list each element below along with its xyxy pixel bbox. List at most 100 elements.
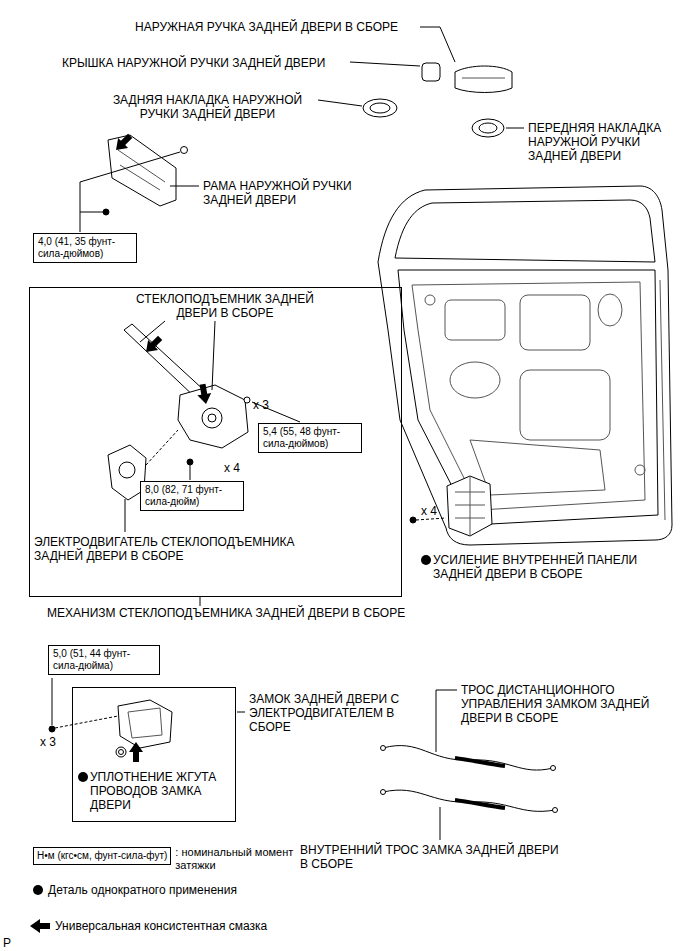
lock-cable-part [455,758,505,766]
part-label: СТЕКЛОПОДЪЕМНИК ЗАДНЕЙ ДВЕРИ В СБОРЕ [120,292,330,320]
outside-handle-parts [318,100,362,106]
legend-text: Универсальная консистентная смазка [55,919,267,933]
door-illustration [450,362,500,398]
lock-cable-part [436,690,457,752]
grease-arrow [111,131,135,155]
outside-handle-parts [479,123,497,133]
window-regulator-part [212,321,215,390]
part-label: НАРУЖНАЯ РУЧКА ЗАДНЕЙ ДВЕРИ В СБОРЕ [135,20,435,34]
window-regulator-part [187,459,193,465]
reinforcement-part [447,476,492,536]
handle-frame-part [170,186,199,187]
part-label: УПЛОТНЕНИЕ ЖГУТА ПРОВОДОВ ЗАМКА ДВЕРИ [90,770,233,812]
part-label: ПЕРЕДНЯЯ НАКЛАДКА НАРУЖНОЙ РУЧКИ ЗАДНЕЙ … [528,121,683,163]
lock-cable-part [381,746,386,751]
reinforcement-part [410,517,416,523]
lock-cable-part [383,746,553,771]
outside-handle-parts [462,78,505,79]
window-regulator-part [146,430,178,465]
part-label: ЭЛЕКТРОДВИГАТЕЛЬ СТЕКЛОПОДЪЕМНИКА ЗАДНЕЙ… [34,535,339,563]
window-regulator-part [244,397,250,403]
torque-spec-box: 8,0 (82, 71 фунт-сила-дюйм) [140,481,244,511]
part-label: РАМА НАРУЖНОЙ РУЧКИ ЗАДНЕЙ ДВЕРИ [203,179,378,207]
part-label: ВНУТРЕННИЙ ТРОС ЗАМКА ЗАДНЕЙ ДВЕРИ В СБО… [300,843,560,871]
door-illustration [412,282,645,510]
one-time-use-dot [421,555,431,565]
legend-text: Деталь однократного применения [48,883,237,897]
door-illustration [425,295,435,305]
legend-symbol [33,885,43,895]
reinforcement-part [410,476,492,536]
reinforcement-part [416,518,446,520]
part-label: КРЫШКА НАРУЖНОЙ РУЧКИ ЗАДНЕЙ ДВЕРИ [62,56,362,70]
window-regulator-part [190,465,191,480]
outside-handle-parts [420,27,455,62]
door-illustration [445,300,505,340]
part-label: УСИЛЕНИЕ ВНУТРЕННЕЙ ПАНЕЛИ ЗАДНЕЙ ДВЕРИ … [433,553,673,581]
legend-symbol [30,885,50,933]
torque-legend-box: Н•м (кгс•см, фунт-сила-фут): номинальный… [33,847,171,865]
torque-value: 4,0 (41, 35 фунт-сила-дюймов) [38,236,132,260]
grease-arrow [141,333,165,357]
door-illustration [598,294,622,326]
lock-cable-part [455,800,505,808]
torque-value: 8,0 (82, 71 фунт-сила-дюйм) [145,484,239,508]
outside-handle-parts [350,62,420,66]
door-illustration [520,295,590,350]
door-lock-part [55,716,118,728]
lock-cable-part [553,808,558,813]
door-lock-part [49,726,55,732]
torque-spec-box: 4,0 (41, 35 фунт-сила-дюймов) [33,233,137,263]
component-group-box: ЗАМОК ЗАДНЕЙ ДВЕРИ С ЭЛЕКТРОДВИГАТЕЛЕМ В… [72,687,236,822]
torque-spec-box: 5,0 (51, 44 фунт-сила-дюйма) [48,645,160,675]
page-code: P [3,936,19,950]
outside-handle-parts [422,63,440,81]
legend-symbol [30,919,50,933]
window-regulator-part [200,597,201,606]
door-lock-part [49,678,245,757]
outside-handle-parts [370,103,390,113]
quantity-label: x 4 [421,504,447,518]
torque-value: 5,0 (51, 44 фунт-сила-дюйма) [53,648,155,672]
door-illustration [398,270,658,525]
lock-cable-part [440,807,441,840]
lock-cable-part [383,790,555,811]
handle-frame-part [80,135,199,232]
handle-frame-part [103,209,109,215]
window-regulator-part [124,324,206,400]
window-regulator-part [119,462,135,478]
handle-frame-part [80,212,103,213]
handle-frame-part [118,150,165,190]
door-illustration [520,370,610,440]
outside-handle-parts [318,27,524,137]
door-lock-part [52,678,53,725]
window-regulator-part [108,321,300,606]
quantity-label: x 3 [40,735,68,749]
door-illustration [378,186,672,545]
door-lock-part [116,747,126,757]
door-illustration [395,200,655,262]
one-time-use-dot [78,772,88,782]
door-lock-part [119,750,124,755]
group-heading: ЗАМОК ЗАДНЕЙ ДВЕРИ С ЭЛЕКТРОДВИГАТЕЛЕМ В… [249,692,424,734]
door-illustration [660,280,665,520]
handle-frame-part [181,147,188,154]
outside-handle-parts [455,66,512,93]
handle-frame-part [80,152,180,232]
torque-value: Н•м (кгс•см, фунт-сила-фут) [37,850,167,862]
part-label: ТРОС ДИСТАНЦИОННОГО УПРАВЛЕНИЯ ЗАМКОМ ЗА… [461,683,651,725]
quantity-label: x 4 [224,461,254,475]
torque-value: 5,4 (55, 48 фунт-сила-дюймов) [263,426,357,450]
reinforcement-part [470,476,471,536]
quantity-label: x 3 [253,398,283,412]
grease-arrow [196,383,213,405]
door-lock-part [118,700,172,748]
door-illustration [635,465,645,475]
outside-handle-parts [363,99,397,117]
part-label: ЗАДНЯЯ НАКЛАДКА НАРУЖНОЙ РУЧКИ ЗАДНЕЙ ДВ… [100,93,315,121]
outside-handle-parts [506,128,524,129]
door-illustration [378,186,672,545]
door-lock-part [128,708,162,738]
door-lock-part [237,712,245,713]
grease-arrow [129,742,143,762]
